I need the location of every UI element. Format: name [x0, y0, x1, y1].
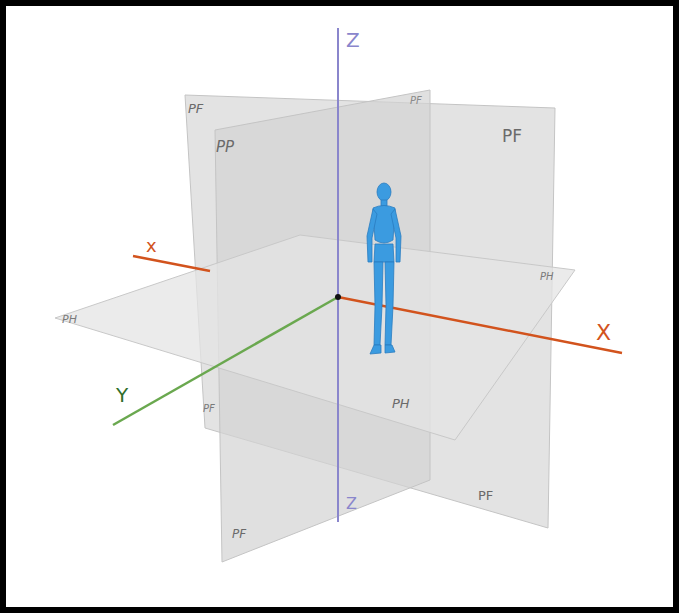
plane-name: PP [216, 140, 234, 155]
horizontal-plane [55, 235, 575, 440]
z-axis [337, 28, 339, 522]
origin-dot [335, 294, 341, 300]
axis-name: x [146, 237, 157, 255]
y-axis [113, 297, 338, 425]
human-figure [367, 183, 401, 354]
x-axis-back [133, 256, 210, 271]
plane-name: PF [188, 102, 203, 115]
plane-name: PF [410, 96, 422, 106]
axis-name: Z [346, 496, 357, 512]
ground [6, 6, 673, 607]
axis-name: Y [116, 385, 128, 405]
plane-name: PH [392, 397, 410, 410]
plane-name: PH [62, 314, 77, 325]
plane-name: PH [540, 272, 554, 282]
plane-name: PF [203, 404, 215, 414]
plane-name: PF [478, 489, 493, 502]
axis-name: X [596, 322, 611, 344]
plane-name: PF [502, 128, 522, 145]
plane-name: PF [232, 528, 246, 540]
axis-name: Z [346, 30, 360, 50]
